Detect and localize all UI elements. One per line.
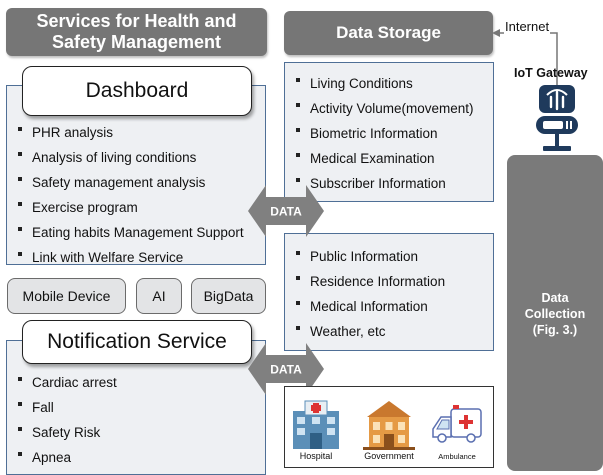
iot-gateway-icon [536,85,578,151]
list-item: Link with Welfare Service [14,245,264,270]
chip-label: AI [152,288,166,304]
services-header: Services for Health and Safety Managemen… [6,8,267,56]
data-collection-column: Data Collection (Fig. 3.) [507,155,603,471]
institutions-box: Hospital Government Ambulance [284,386,494,468]
data-collection-line1: Data [541,291,569,305]
data-storage-header: Data Storage [284,11,493,55]
data-arrow-lower: DATA [248,343,324,395]
list-item: Exercise program [14,195,264,220]
dashboard-title-box: Dashboard [22,66,252,116]
dashboard-title: Dashboard [85,79,189,102]
services-title-line1: Services for Health and [36,11,237,31]
list-item: Weather, etc [292,319,492,344]
notification-title-box: Notification Service [22,320,252,364]
storage-personal-list: Living Conditions Activity Volume(moveme… [292,71,492,196]
list-item: Activity Volume(movement) [292,96,492,121]
hospital-label: Hospital [299,451,333,461]
data-storage-title: Data Storage [336,23,441,42]
list-item: Safety management analysis [14,170,264,195]
data-arrow-upper: DATA [248,185,324,237]
list-item: Cardiac arrest [14,370,264,395]
iot-gateway-label: IoT Gateway [514,66,588,80]
data-collection-line3: (Fig. 3.) [532,323,578,337]
government-label: Government [364,451,414,461]
list-item: Eating habits Management Support [14,220,264,245]
list-item: Residence Information [292,269,492,294]
storage-public-panel [284,233,494,351]
ambulance-label: Ambulance [438,452,476,461]
chip-mobile-device: Mobile Device [7,278,126,314]
list-item: Medical Information [292,294,492,319]
list-item: Apnea [14,445,264,470]
list-item: Safety Risk [14,420,264,445]
data-arrow-lower-label: DATA [270,363,302,377]
list-item: Public Information [292,244,492,269]
dashboard-list: PHR analysis Analysis of living conditio… [14,120,264,270]
data-arrow-upper-label: DATA [270,205,302,219]
data-collection-line2: Collection [524,307,586,321]
list-item: Living Conditions [292,71,492,96]
chip-label: Mobile Device [22,288,111,304]
hospital-icon [293,400,339,449]
internet-label: Internet [504,19,551,34]
storage-public-list: Public Information Residence Information… [292,244,492,344]
list-item: Biometric Information [292,121,492,146]
services-title-line2: Safety Management [51,32,222,52]
storage-personal-panel [284,62,494,202]
list-item: PHR analysis [14,120,264,145]
notification-title: Notification Service [47,330,227,353]
notification-list: Cardiac arrest Fall Safety Risk Apnea [14,370,264,470]
chip-label: BigData [203,288,254,304]
chip-ai: AI [136,278,182,314]
list-item: Subscriber Information [292,171,492,196]
government-building-icon [363,401,415,450]
ambulance-icon [432,405,482,443]
chip-bigdata: BigData [191,278,266,314]
list-item: Fall [14,395,264,420]
list-item: Analysis of living conditions [14,145,264,170]
list-item: Medical Examination [292,146,492,171]
